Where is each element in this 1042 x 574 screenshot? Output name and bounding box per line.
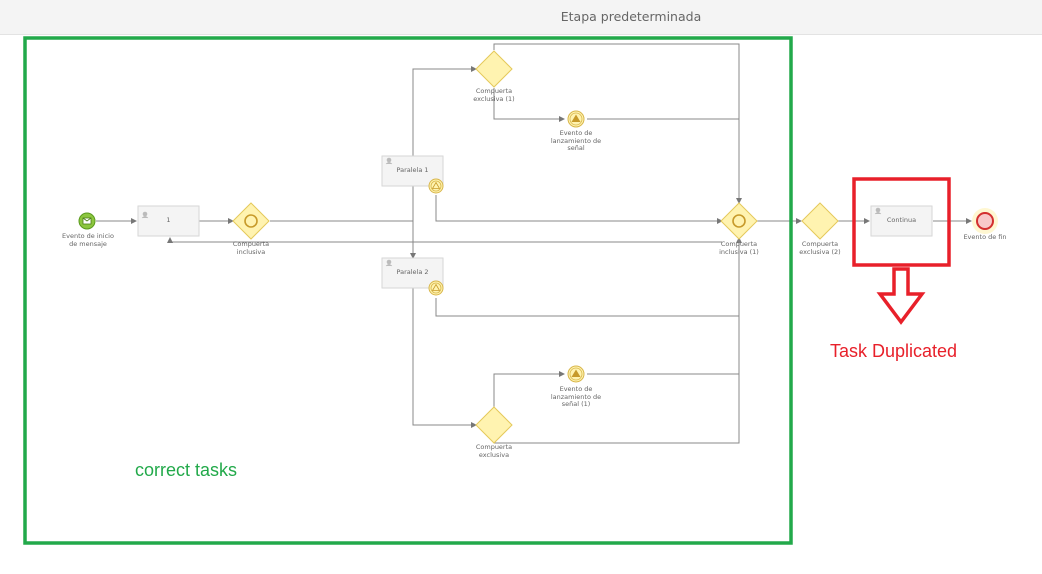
flow-paralela2-to-merge [435,237,742,317]
flow-excl-bottom-to-merge [494,238,740,444]
flow-trunk-down [412,221,477,428]
triangle-icon [431,181,441,189]
sequence-flows [96,43,972,444]
user-icon [385,157,393,165]
gateway-exclusive[interactable] [475,406,513,444]
gateway-inclusive[interactable] [232,202,270,240]
circle-icon [732,214,746,228]
circle-icon [244,214,258,228]
user-icon [874,207,882,215]
gateway-exclusive-label: Compuerta exclusiva [475,443,513,459]
task-paralela-2-label: Paralela 2 [396,268,429,276]
boundary-signal-event-2[interactable] [428,280,444,296]
gateway-exclusive-2-label: Compuerta exclusiva (2) [799,240,841,256]
gateway-inclusive-1-label: Compuerta inclusiva (1) [719,240,759,256]
flow-excl1-top-to-merge [493,43,742,204]
end-event-label: Evento de fin [963,233,1007,241]
stage-title: Etapa predeterminada [560,9,702,24]
signal-event-bottom-label: Evento de lanzamiento de señal (1) [550,385,602,408]
gateway-exclusive-1-label: Compuerta exclusiva (1) [473,87,515,103]
stage-header: Etapa predeterminada [0,0,1042,35]
correct-tasks-annotation: correct tasks [135,460,238,480]
gateway-inclusive-label: Compuerta inclusiva [232,240,270,256]
task-paralela-1-label: Paralela 1 [396,166,429,174]
user-icon [385,259,393,267]
end-event[interactable] [972,208,998,234]
boundary-signal-event-1[interactable] [428,178,444,194]
triangle-icon [431,283,441,291]
task-duplicated-annotation: Task Duplicated [830,341,958,361]
signal-throw-event-top[interactable] [567,110,585,128]
gateway-exclusive-2[interactable] [801,202,839,240]
gateway-exclusive-1[interactable] [475,50,513,88]
down-arrow-icon [876,267,926,325]
flow-trunk-up [412,66,477,221]
user-icon [141,211,149,219]
task-continua[interactable] [870,205,933,237]
flow-excl1-to-signal [493,88,565,122]
correct-tasks-box [23,36,793,545]
flow-excl-to-signal2 [493,371,565,407]
flow-loop-back-to-task1 [167,237,722,243]
task-duplicated-box [852,177,951,267]
start-event-label: Evento de inicio de mensaje [62,232,114,248]
signal-triangle-icon [571,369,581,377]
gateway-inclusive-1[interactable] [720,202,758,240]
task-1-label: 1 [166,216,171,224]
task-continua-label: Continua [886,216,917,224]
start-event[interactable] [78,212,96,230]
task-1[interactable] [137,205,200,237]
signal-triangle-icon [571,114,581,122]
signal-throw-event-bottom[interactable] [567,365,585,383]
flow-paralela1-to-merge [435,195,723,224]
signal-event-top-label: Evento de lanzamiento de señal [550,129,602,152]
